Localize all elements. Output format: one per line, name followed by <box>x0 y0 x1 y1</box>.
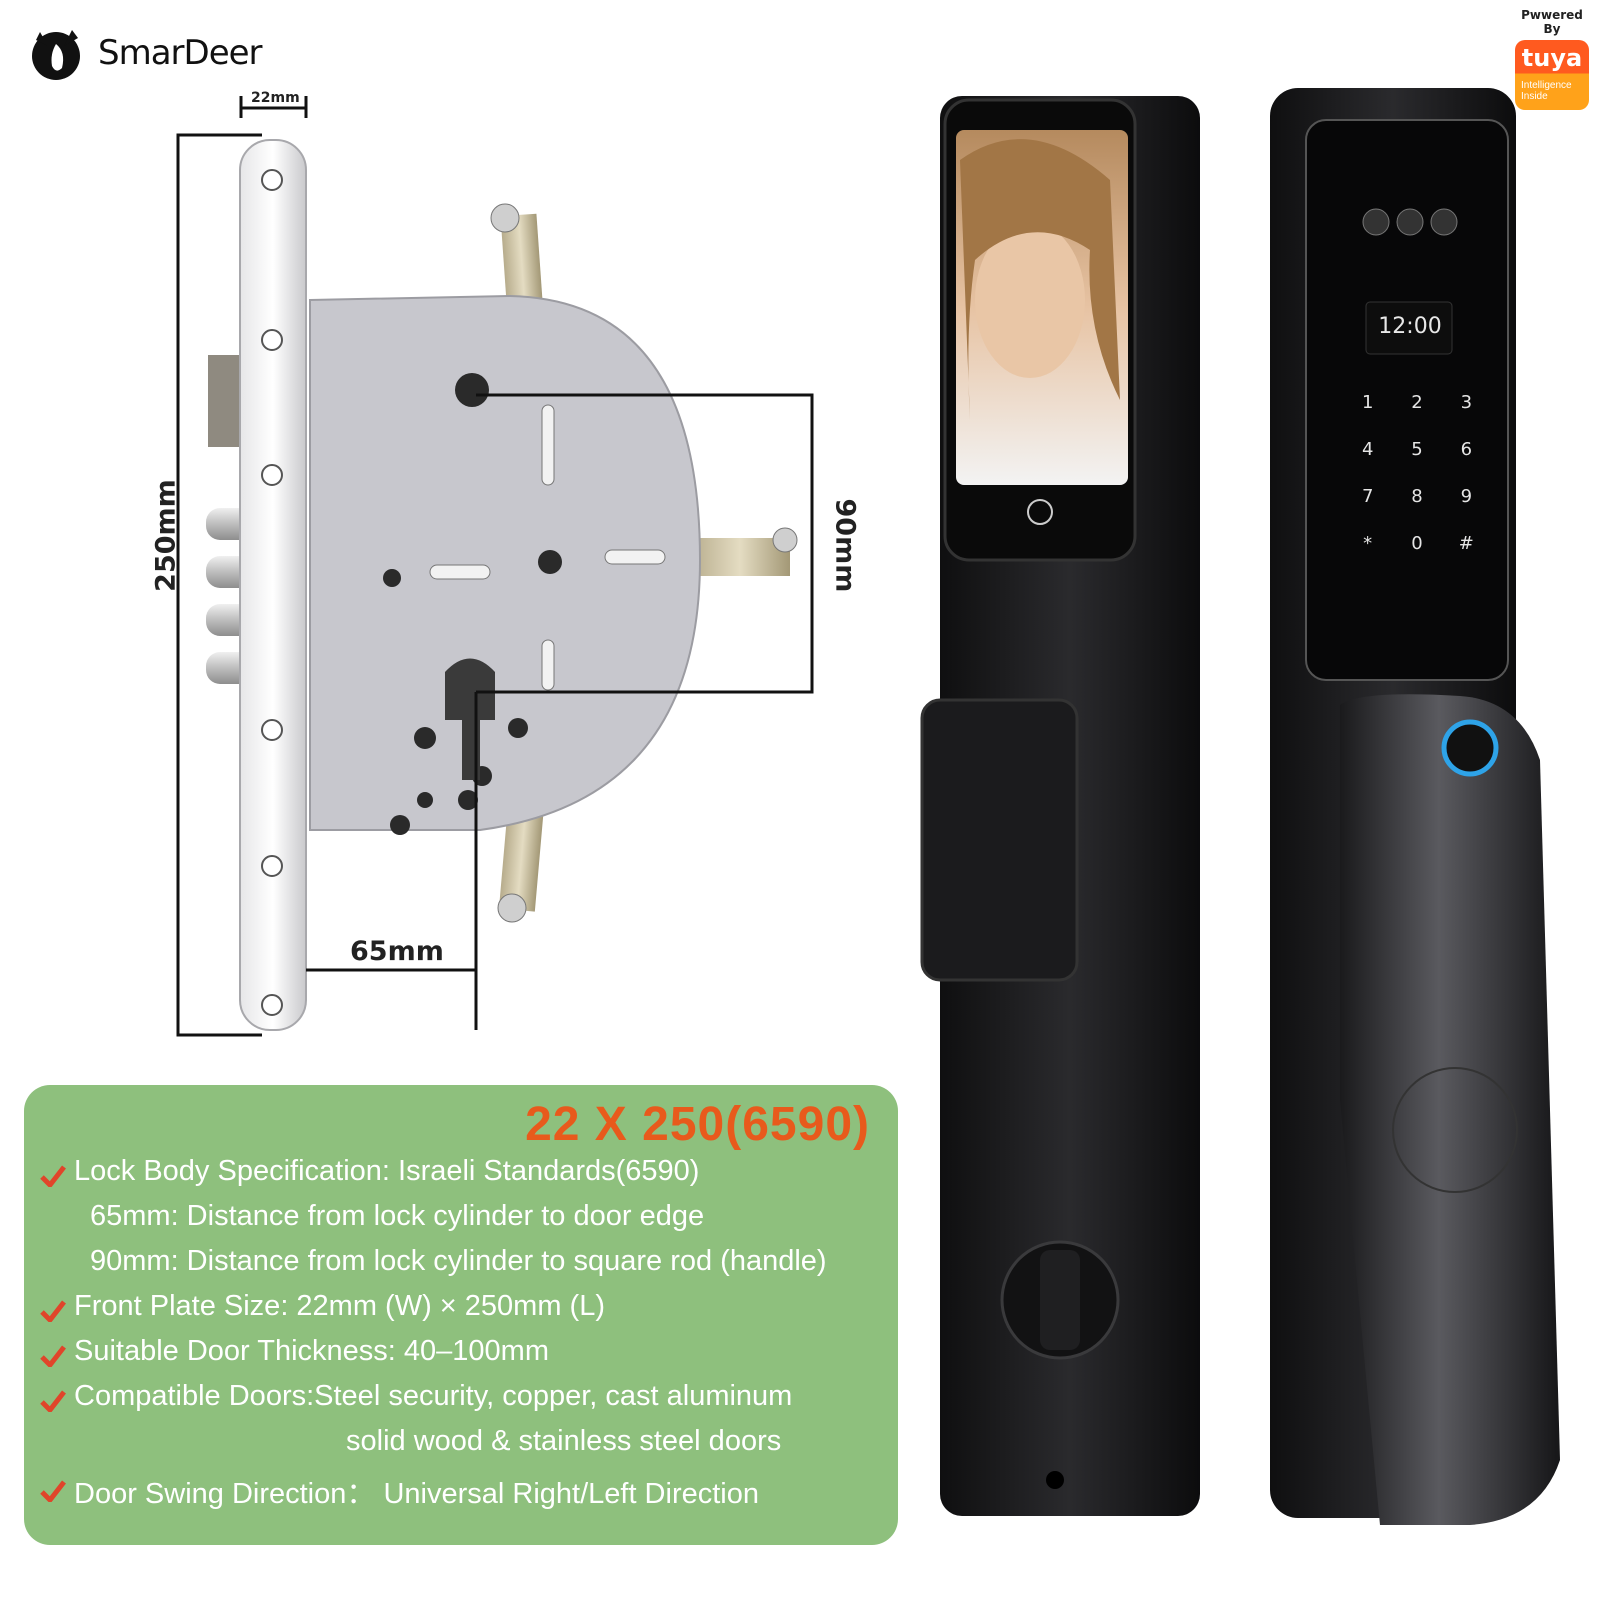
keypad-key[interactable]: 4 <box>1361 439 1374 460</box>
fingerprint-sensor-icon <box>1441 719 1499 777</box>
keypad-key[interactable]: 3 <box>1460 392 1473 413</box>
check-icon <box>40 1390 66 1414</box>
spec-line: solid wood & stainless steel doors <box>346 1425 782 1457</box>
push-pull-handle <box>920 698 1079 982</box>
dimension-lines <box>176 96 814 1037</box>
deer-head-icon <box>32 30 80 80</box>
spec-panel: 22 X 250(6590) Lock Body Specification: … <box>24 1085 898 1545</box>
keypad-key[interactable]: 9 <box>1460 486 1473 507</box>
keypad-key[interactable]: 5 <box>1411 439 1423 460</box>
check-icon <box>40 1165 66 1189</box>
brand-name: SmarDeer <box>98 33 263 73</box>
keypad-key[interactable]: 6 <box>1460 439 1473 460</box>
tuya-sub-line2: Inside <box>1521 91 1548 102</box>
faceplate-length-label: 250mm <box>150 479 182 592</box>
spec-line: 90mm: Distance from lock cylinder to squ… <box>90 1245 827 1277</box>
clock-time: 12:00 <box>1378 314 1442 339</box>
check-icon <box>40 1300 66 1324</box>
spec-line: Door Swing Direction： Universal Right/Le… <box>74 1478 759 1510</box>
spec-line: Suitable Door Thickness: 40–100mm <box>74 1335 549 1367</box>
check-icon <box>40 1345 66 1369</box>
faceplate-width-label: 22mm <box>251 90 300 106</box>
spec-line: Compatible Doors:Steel security, copper,… <box>74 1380 793 1412</box>
side-lock-panel <box>1270 88 1560 1525</box>
keypad-key[interactable]: 0 <box>1411 533 1423 554</box>
spec-line: Front Plate Size: 22mm (W) × 250mm (L) <box>74 1290 605 1322</box>
tuya-badge: Pwwered By tuya Intelligence Inside <box>1512 8 1592 110</box>
thumb-turn <box>1000 1240 1120 1360</box>
spec-line: 65mm: Distance from lock cylinder to doo… <box>90 1200 705 1232</box>
handle-distance-label: 90mm <box>829 498 861 593</box>
powered-by-label: Pwwered By <box>1521 8 1583 36</box>
backset-label: 65mm <box>350 936 444 967</box>
keypad-key[interactable]: 2 <box>1411 392 1423 413</box>
tuya-sub: Intelligence Inside <box>1515 72 1589 102</box>
keypad-key[interactable]: 1 <box>1361 392 1374 413</box>
keypad-key[interactable]: 7 <box>1361 486 1374 507</box>
video-screen <box>956 130 1128 485</box>
camera-button-icon <box>1027 499 1053 525</box>
spec-title: 22 X 250(6590) <box>525 1098 870 1151</box>
check-icon <box>40 1480 66 1504</box>
keypad: 1 2 3 4 5 6 7 8 9 * 0 # <box>1343 392 1491 554</box>
keypad-key[interactable]: # <box>1458 533 1474 554</box>
front-lock-panel <box>920 96 1200 1516</box>
lever-handle <box>1340 694 1560 1525</box>
brand-logo: SmarDeer <box>26 24 263 82</box>
handle-spindle <box>690 527 798 576</box>
key-cover <box>1392 1067 1518 1193</box>
faceplate <box>239 139 307 1031</box>
mortise-lock-diagram <box>176 96 814 1037</box>
keyhole-icon <box>1046 1471 1064 1489</box>
lock-case <box>309 294 702 831</box>
keypad-key[interactable]: 8 <box>1411 486 1423 507</box>
spec-line: Lock Body Specification: Israeli Standar… <box>74 1155 700 1187</box>
tuya-logo: tuya Intelligence Inside <box>1515 40 1589 110</box>
tuya-word: tuya <box>1521 44 1583 72</box>
keypad-key[interactable]: * <box>1363 533 1373 554</box>
tuya-sub-line1: Intelligence <box>1521 80 1572 91</box>
